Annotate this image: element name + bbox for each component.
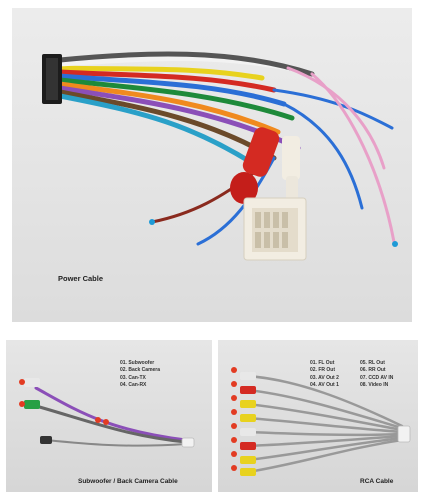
rca-plugs: [240, 372, 256, 476]
legend-item: 01. Subwoofer: [120, 360, 155, 366]
rca-cable-caption: RCA Cable: [360, 478, 394, 485]
subwoofer-cable-caption: Subwoofer / Back Camera Cable: [78, 478, 178, 485]
legend-item: 04. Can-RX: [120, 381, 147, 388]
legend-item: 04. AV Out 1: [310, 381, 339, 388]
rca-legend-right: 05. RL Out 06. RR Out 07. CCD AV IN 08. …: [360, 360, 393, 389]
black-connector: [42, 54, 62, 104]
legend-item: 06. RR Out: [360, 367, 386, 374]
legend-item: 05. RL Out: [360, 360, 385, 366]
legend-item: 02. FR Out: [310, 367, 336, 374]
rca-cable-photo: 01. FL Out 02. FR Out 03. AV Out 2 04. A…: [218, 340, 418, 492]
position-markers: [19, 379, 109, 425]
position-markers: [231, 367, 237, 471]
legend-item: 08. Video IN: [360, 381, 389, 388]
subwoofer-legend: 01. Subwoofer 02. Back Camera 03. Can-TX…: [120, 360, 160, 389]
legend-item: 07. CCD AV IN: [360, 374, 394, 381]
legend-item: 02. Back Camera: [120, 367, 161, 374]
subwoofer-cable-photo: 01. Subwoofer 02. Back Camera 03. Can-TX…: [6, 340, 212, 492]
legend-item: 01. FL Out: [310, 360, 335, 366]
power-cable-illustration: [42, 51, 398, 261]
subwoofer-cable-illustration: [19, 378, 195, 448]
power-cable-caption: Power Cable: [58, 274, 104, 283]
white-connector: [243, 197, 307, 261]
rca-cable-illustration: [231, 367, 411, 476]
red-rca-plug: [230, 127, 280, 204]
wire-bundle: [57, 51, 396, 246]
rca-legend-left: 01. FL Out 02. FR Out 03. AV Out 2 04. A…: [310, 360, 339, 389]
legend-item: 03. AV Out 2: [310, 374, 339, 381]
power-cable-photo: Power Cable: [12, 8, 412, 322]
legend-item: 03. Can-TX: [120, 374, 146, 381]
